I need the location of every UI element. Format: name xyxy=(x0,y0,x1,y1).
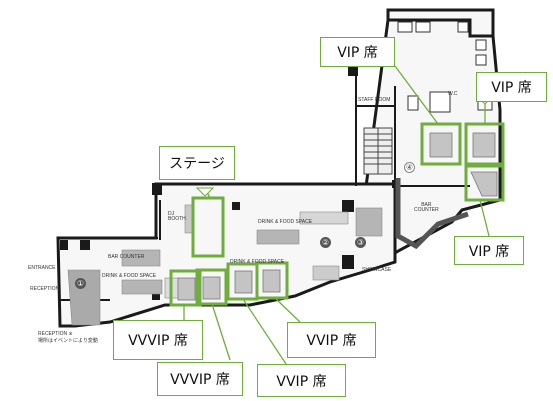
drink-food-center-label: DRINK & FOOD SPACE xyxy=(258,219,313,225)
reception-label: RECEPTION xyxy=(30,286,60,292)
inner-walls xyxy=(60,70,470,301)
staircase xyxy=(363,127,393,175)
callout-vvip-4: VVIP 席 xyxy=(287,322,376,358)
marker-2: ② xyxy=(320,237,331,248)
callout-vip-top-right: VIP 席 xyxy=(476,72,547,102)
bar-counter-right xyxy=(395,178,469,250)
vip-booth-1-highlight xyxy=(420,122,462,166)
marker-1: ① xyxy=(75,278,86,289)
entrance-label: ENTRANCE xyxy=(28,265,56,271)
callout-vip-top-left: VIP 席 xyxy=(320,37,395,67)
showcase-label: SHOWCASE xyxy=(362,267,392,273)
vvvip-booth-1-highlight xyxy=(169,269,202,307)
callout-vvvip-1: VVVIP 席 xyxy=(113,320,203,360)
marker-3: ③ xyxy=(355,237,366,248)
drink-food-lower-label: DRINK & FOOD SPACE xyxy=(230,259,285,265)
bar-counter-left-label: BAR COUNTER xyxy=(108,254,145,260)
callout-vvip-3: VVIP 席 xyxy=(257,364,346,397)
vvip-booth-2-highlight xyxy=(255,261,289,300)
vip-booth-interiors xyxy=(177,132,498,301)
dj-booth-label: DJ BOOTH xyxy=(168,211,186,222)
leader-lines xyxy=(183,65,491,371)
vip-booth-3-highlight xyxy=(464,164,505,202)
marker-4: ④ xyxy=(404,162,415,173)
vvvip-booth-2-highlight xyxy=(195,268,228,306)
callout-stage: ステージ xyxy=(159,146,235,180)
reception-note-line2: 場所はイベントにより変動 xyxy=(38,338,98,344)
wc-label: W.C xyxy=(448,91,458,97)
staff-room-label: STAFF ROOM xyxy=(358,97,391,103)
stage-highlight xyxy=(191,196,225,258)
callout-vvvip-2: VVVIP 席 xyxy=(157,362,243,396)
callout-vip-right: VIP 席 xyxy=(454,236,524,265)
drink-food-left-label: DRINK & FOOD SPACE xyxy=(102,273,157,279)
bar-counter-right-label: BAR COUNTER xyxy=(414,202,439,213)
reception-note-line1: RECEPTION ※ xyxy=(38,331,73,337)
